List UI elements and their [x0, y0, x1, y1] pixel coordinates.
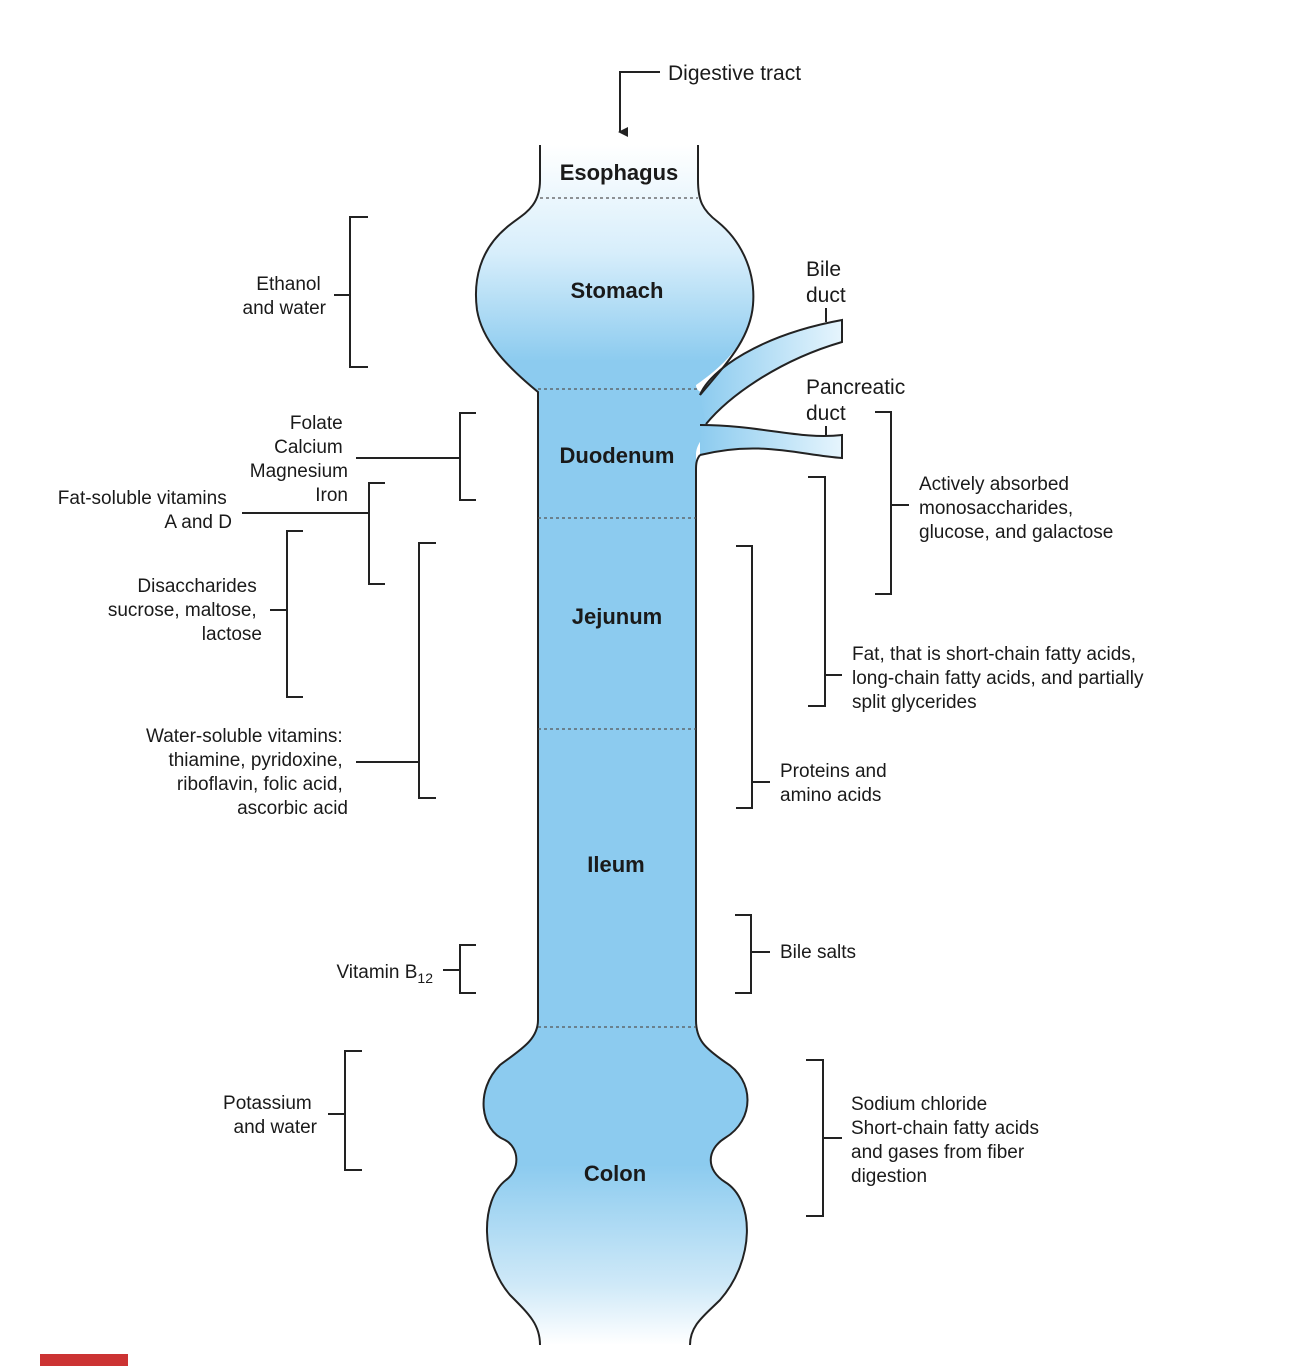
- label-ethanol: Ethanol and water: [243, 274, 327, 319]
- bracket-ethanol: [334, 216, 368, 368]
- tract-left-outline: [474, 145, 541, 1346]
- bracket-monosaccharides: [875, 411, 909, 595]
- pancreatic-duct-label: Pancreatic duct: [806, 376, 911, 425]
- title-arrow: [618, 71, 660, 137]
- diagram-title: Digestive tract: [668, 62, 801, 85]
- label-sodium: Sodium chloride Short-chain fatty acids …: [851, 1094, 1044, 1187]
- digestive-tract-body: [475, 145, 754, 1345]
- tract-right-outline-lower: [689, 454, 749, 1346]
- bracket-bile-salts: [735, 914, 770, 994]
- bracket-iron-fat-soluble: [242, 482, 385, 585]
- bracket-water-soluble: [356, 542, 436, 799]
- label-iron: Iron: [315, 485, 348, 506]
- segment-duodenum: Duodenum: [560, 443, 675, 468]
- label-monosaccharides: Actively absorbed monosaccharides, gluco…: [919, 474, 1113, 543]
- bracket-disaccharides: [270, 530, 303, 698]
- label-b12: Vitamin B12: [336, 962, 433, 986]
- label-fat-soluble: Fat-soluble vitamins A and D: [58, 488, 232, 533]
- bracket-minerals: [356, 412, 476, 501]
- segment-esophagus: Esophagus: [560, 160, 679, 185]
- label-minerals: Folate Calcium Magnesium: [250, 413, 348, 482]
- label-potassium: Potassium and water: [223, 1093, 318, 1138]
- segment-stomach: Stomach: [571, 278, 664, 303]
- label-water-soluble: Water-soluble vitamins: thiamine, pyrido…: [146, 726, 348, 819]
- bracket-potassium: [328, 1050, 362, 1171]
- label-disaccharides: Disaccharides sucrose, maltose, lactose: [108, 576, 262, 645]
- bracket-proteins: [736, 545, 770, 809]
- figure-badge: [40, 1354, 128, 1366]
- tract-right-outline: [697, 145, 755, 396]
- label-proteins: Proteins and amino acids: [780, 761, 892, 806]
- segment-jejunum: Jejunum: [572, 604, 662, 629]
- bile-duct-label: Bile duct: [806, 258, 847, 307]
- pancreatic-duct-shape: [699, 424, 843, 460]
- segment-colon: Colon: [584, 1161, 646, 1186]
- segment-ileum: Ileum: [587, 852, 644, 877]
- bracket-sodium: [806, 1059, 842, 1217]
- bracket-fat: [808, 476, 842, 707]
- label-fat: Fat, that is short-chain fatty acids, lo…: [852, 644, 1149, 713]
- label-bile-salts: Bile salts: [780, 942, 856, 963]
- bracket-b12: [443, 944, 476, 994]
